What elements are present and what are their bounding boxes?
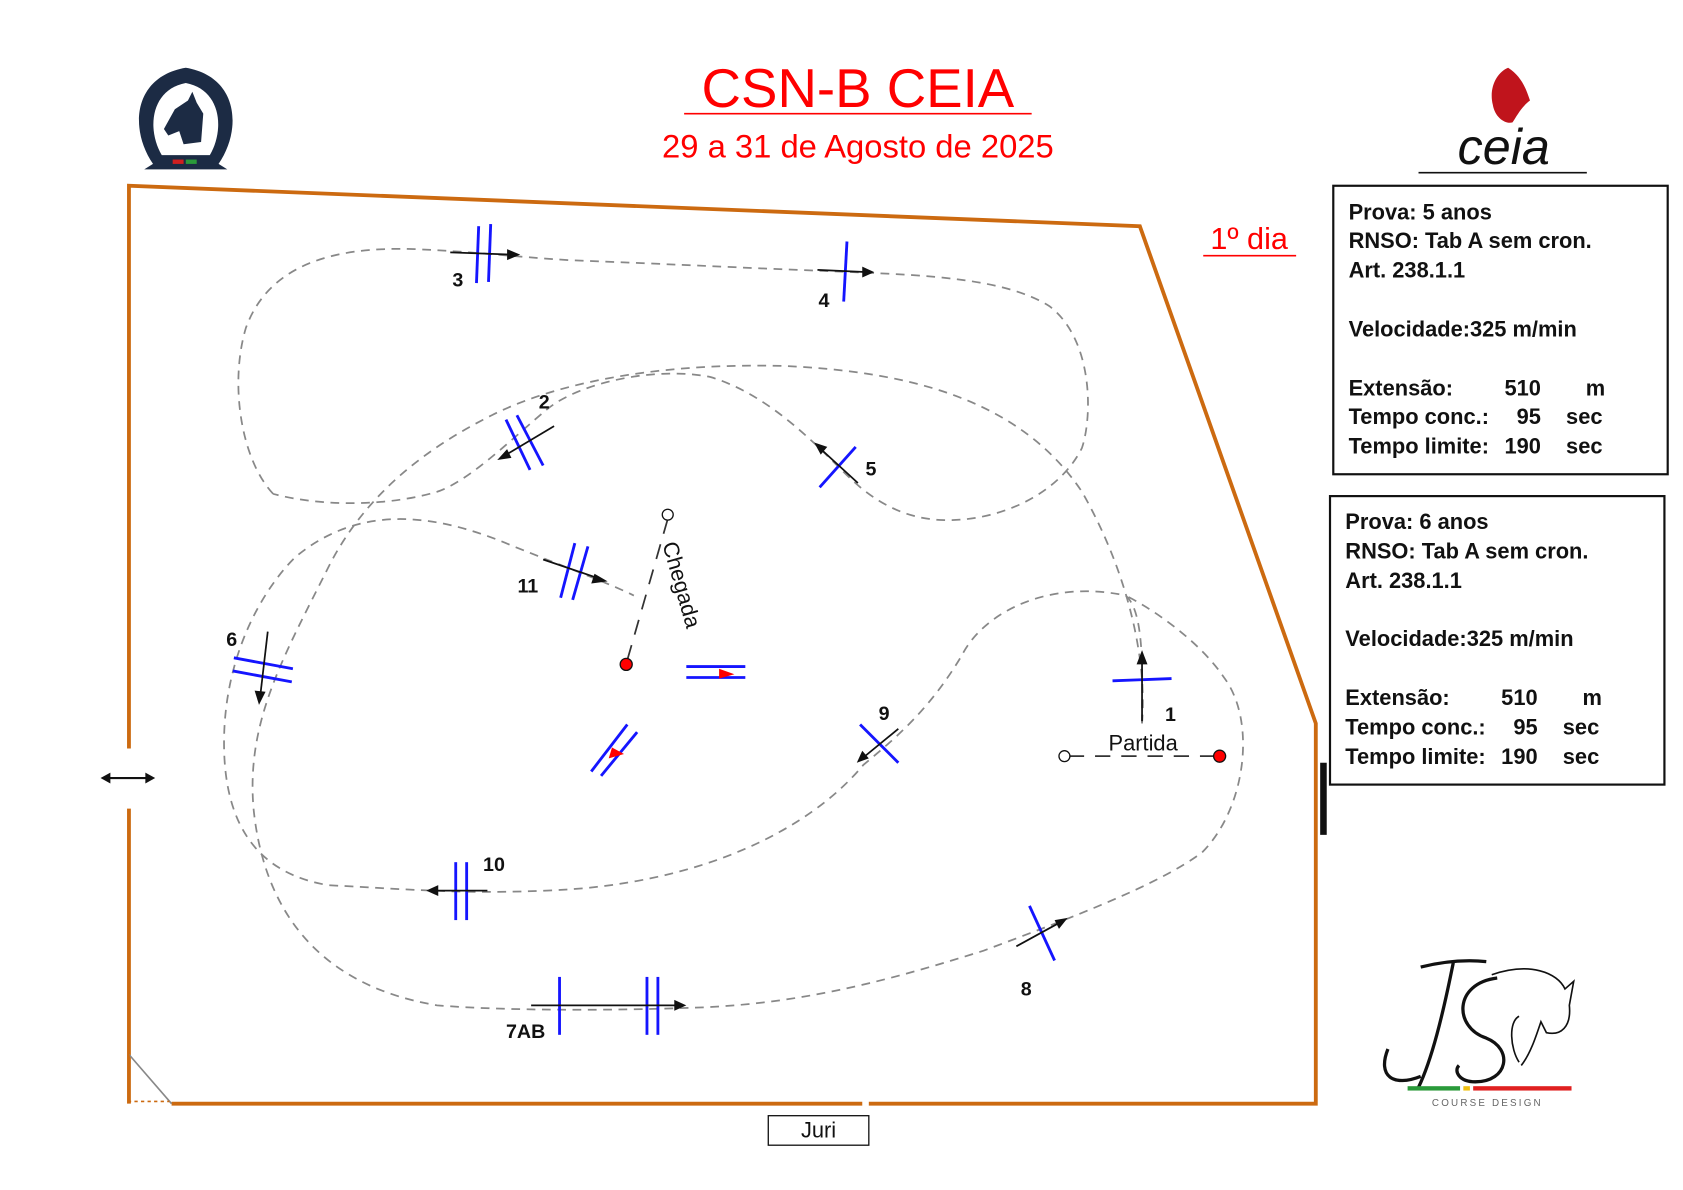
svg-text:sec: sec [1566,433,1602,458]
jumping-horse-icon [1491,968,1575,1066]
course-design-caption: COURSE DESIGN [1432,1098,1543,1109]
svg-text:5: 5 [866,458,877,480]
track [223,247,1244,1011]
svg-text:3: 3 [452,269,463,291]
jury-box: Juri [767,1115,870,1146]
entrance-gate[interactable] [100,772,156,784]
svg-text:8: 8 [1021,978,1032,1000]
ceia-wordmark: ceia [1458,119,1550,175]
start-line: Partida [1058,731,1227,763]
fep-logo [138,67,233,170]
svg-text:Velocidade:325 m/min: Velocidade:325 m/min [1345,626,1573,651]
start-label: Partida [1109,731,1179,756]
course-designer-logo: COURSE DESIGN [1382,959,1575,1109]
svg-text:Extensão:: Extensão: [1345,685,1449,710]
svg-text:Tempo conc.:: Tempo conc.: [1349,404,1489,429]
obstacle-4[interactable]: 4 [817,241,875,312]
ceia-logo: ceia [1418,67,1587,175]
svg-text:510: 510 [1501,685,1537,710]
svg-text:Velocidade:325 m/min: Velocidade:325 m/min [1349,317,1577,342]
obstacle-3[interactable]: 3 [450,223,521,291]
practice-fence-diagonal [590,723,639,777]
flag-icon [608,747,625,759]
svg-text:Tempo conc.:: Tempo conc.: [1345,714,1485,739]
svg-text:sec: sec [1566,404,1602,429]
svg-text:RNSO: Tab A sem cron.: RNSO: Tab A sem cron. [1345,538,1588,563]
horse-icon [1491,67,1530,123]
practice-fence-horizontal [686,665,746,679]
svg-text:95: 95 [1513,714,1537,739]
svg-text:m: m [1582,685,1601,710]
svg-text:510: 510 [1504,376,1540,401]
svg-text:10: 10 [483,854,505,876]
day-label: 1º dia [1210,222,1287,256]
page-title: CSN-B CEIA [702,58,1015,119]
info-box-5-anos: Prova: 5 anos RNSO: Tab A sem cron. Art.… [1332,184,1669,476]
svg-text:Tempo limite:: Tempo limite: [1345,744,1485,769]
svg-text:Prova: 6 anos: Prova: 6 anos [1345,509,1488,534]
svg-text:sec: sec [1563,714,1599,739]
obstacle-1[interactable]: 1 [1112,650,1176,726]
side-gate [1320,762,1327,835]
svg-text:m: m [1586,376,1605,401]
obstacle-8[interactable]: 8 [1015,905,1068,1001]
svg-text:Art. 238.1.1: Art. 238.1.1 [1345,568,1462,593]
finish-label: Chegada [657,539,706,632]
svg-text:9: 9 [879,703,890,725]
svg-text:95: 95 [1517,404,1541,429]
obstacle-10[interactable]: 10 [426,854,505,921]
event-dates: 29 a 31 de Agosto de 2025 [662,127,1054,164]
svg-text:Extensão:: Extensão: [1349,376,1453,401]
svg-text:11: 11 [517,575,538,597]
svg-text:4: 4 [819,290,830,312]
svg-text:6: 6 [226,629,237,651]
finish-line: Chegada [619,508,706,672]
horse-head-icon [163,91,204,145]
obstacle-5[interactable]: 5 [814,442,877,489]
svg-text:Tempo limite:: Tempo limite: [1349,433,1489,458]
obstacle-9[interactable]: 9 [856,703,900,764]
svg-text:Art. 238.1.1: Art. 238.1.1 [1349,258,1466,283]
svg-text:Juri: Juri [801,1118,836,1143]
flag-icon [719,668,735,679]
obstacle-6[interactable]: 6 [226,629,294,705]
info-box-6-anos: Prova: 6 anos RNSO: Tab A sem cron. Art.… [1328,495,1666,786]
js-monogram-icon [1382,959,1506,1088]
svg-text:RNSO: Tab A sem cron.: RNSO: Tab A sem cron. [1349,228,1592,253]
svg-text:7AB: 7AB [506,1021,545,1043]
svg-text:190: 190 [1504,433,1540,458]
svg-text:2: 2 [539,392,550,414]
svg-text:1: 1 [1165,704,1176,726]
svg-text:190: 190 [1501,744,1537,769]
arena-border [127,183,1318,1106]
obstacle-7ab[interactable]: 7AB [506,976,687,1043]
obstacle-2[interactable]: 2 [497,392,555,471]
svg-text:Prova: 5 anos: Prova: 5 anos [1349,200,1492,225]
svg-text:sec: sec [1563,744,1599,769]
obstacle-11[interactable]: 11 [517,542,608,601]
